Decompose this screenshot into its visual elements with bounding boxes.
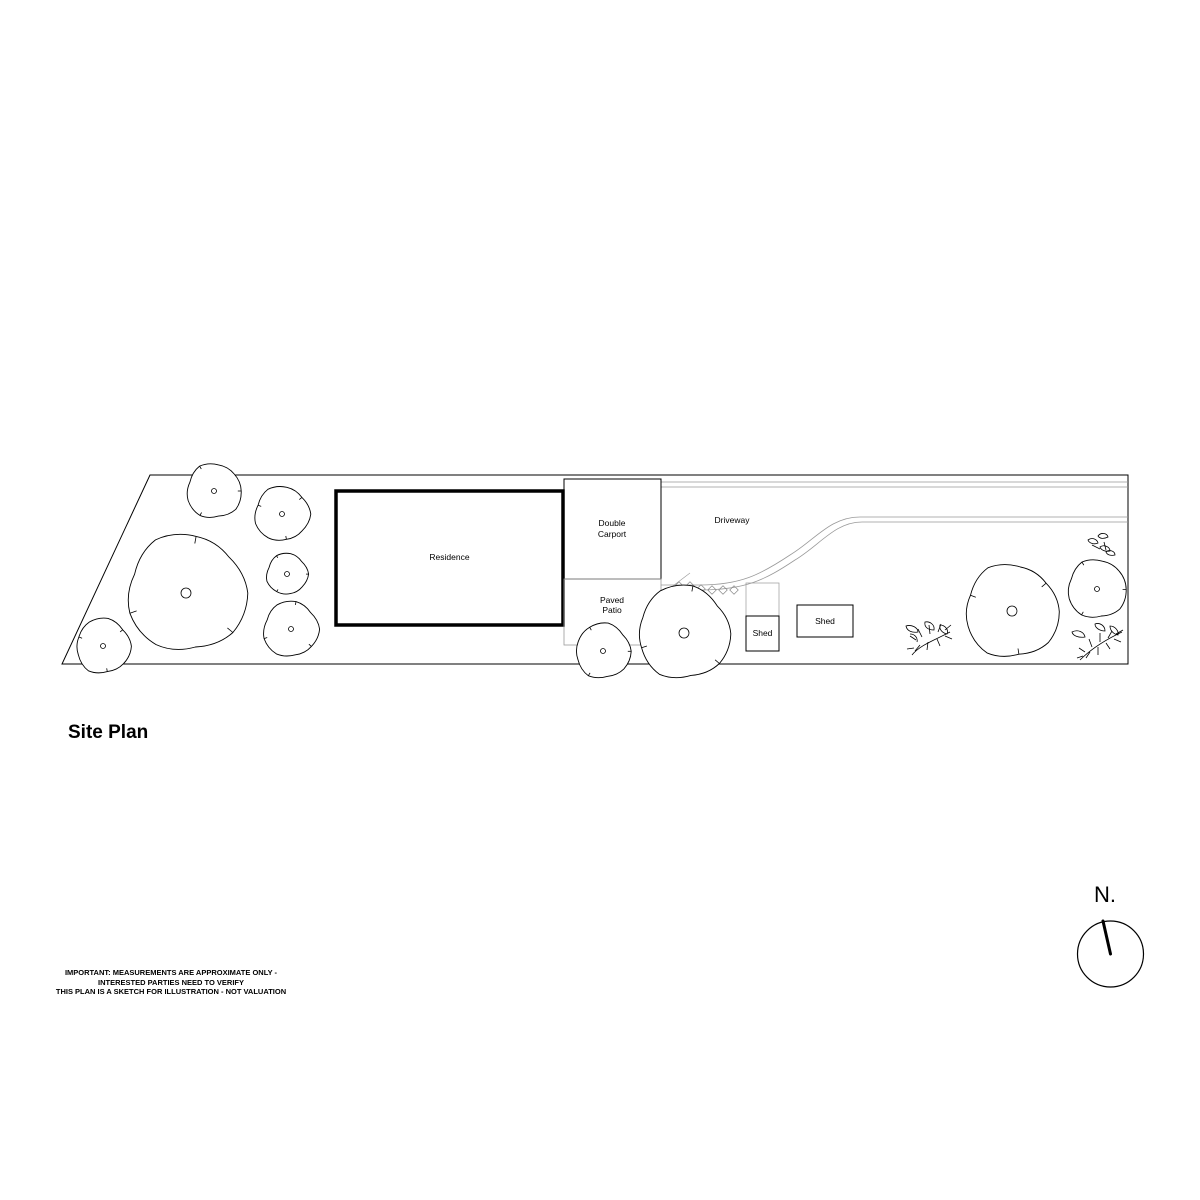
shed-large-label: Shed [815,616,835,626]
trees [76,463,1127,679]
tree-canopy [127,533,249,650]
shrub-small-northeast [1087,533,1116,556]
carport-label-line1: Double [599,518,626,528]
disclaimer-line-3: THIS PLAN IS A SKETCH FOR ILLUSTRATION -… [55,987,287,996]
tree-canopy [266,552,310,595]
shed-small [745,615,780,652]
tree-canopy [965,564,1060,657]
disclaimer-line-1: IMPORTANT: MEASUREMENTS ARE APPROXIMATE … [64,968,278,977]
tree-canopy [1067,559,1127,618]
tree-canopy [254,486,312,541]
shed-small-label: Shed [753,628,773,638]
disclaimer-note: IMPORTANT: MEASUREMENTS ARE APPROXIMATE … [40,968,302,997]
residence-building [334,489,565,627]
tree-canopy [186,463,242,518]
shed-pad [745,582,780,617]
shrub-cluster-east [1071,623,1124,661]
tree-canopy [76,617,132,674]
driveway [661,481,1128,593]
driveway-label: Driveway [715,515,751,525]
carport-label-line2: Carport [598,529,627,539]
property-boundary [61,474,1129,665]
shed-large [796,604,854,638]
north-arrow-icon [1076,919,1145,988]
tree-canopy [576,622,632,679]
tree-canopy [263,600,321,657]
north-label: N. [1094,882,1116,907]
tree-canopy [638,584,732,679]
patio-label-line1: Paved [600,595,624,605]
patio-label-line2: Patio [602,605,622,615]
residence-label: Residence [429,552,469,562]
disclaimer-line-2: INTERESTED PARTIES NEED TO VERIFY [98,977,244,987]
page-title: Site Plan [68,722,149,743]
shrub-cluster-middle [905,621,953,656]
